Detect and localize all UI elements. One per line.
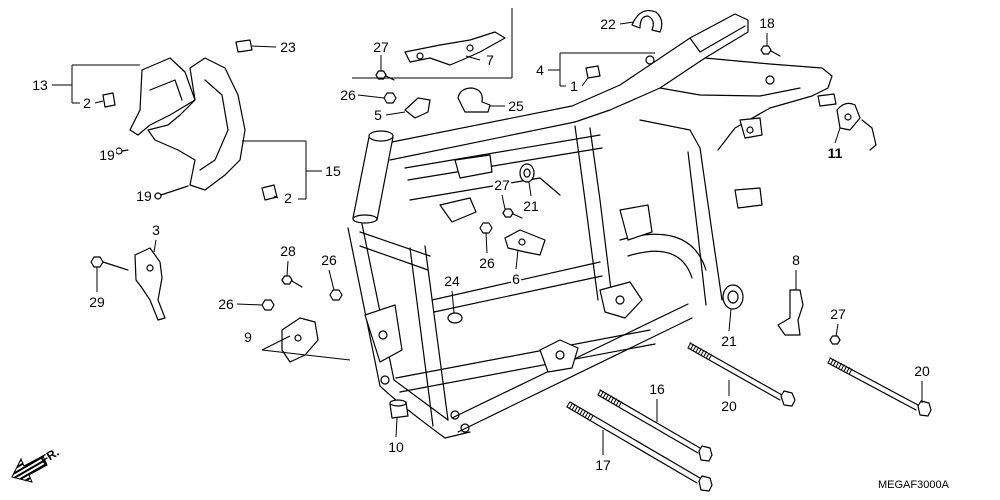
lock-11 — [836, 102, 877, 151]
callout-26: 26 — [478, 255, 496, 271]
block-1 — [585, 65, 601, 79]
long-bolt-20-right — [827, 357, 932, 417]
callout-10: 10 — [387, 439, 405, 455]
nut-26 — [261, 92, 493, 311]
callout-28: 28 — [279, 243, 297, 259]
callout-2: 2 — [82, 95, 92, 111]
callout-23: 23 — [279, 39, 297, 55]
ring-24 — [447, 312, 463, 324]
long-bolt-16 — [597, 389, 713, 462]
frame-body — [347, 13, 833, 439]
frame-brackets — [364, 55, 837, 433]
callout-27: 27 — [493, 177, 511, 193]
block-23 — [235, 39, 253, 53]
bolt-18 — [760, 45, 781, 57]
callout-8: 8 — [791, 252, 801, 268]
callout-7: 7 — [485, 52, 495, 68]
callout-9: 9 — [243, 329, 253, 345]
callout-21: 21 — [522, 198, 540, 214]
bracket-5 — [404, 97, 431, 119]
callout-15: 15 — [324, 163, 342, 179]
diagram-code: MEGAF3000A — [878, 479, 949, 491]
callout-5: 5 — [373, 107, 383, 123]
callout-18: 18 — [758, 15, 776, 31]
left-side-cover-13 — [129, 57, 196, 136]
bracket-7 — [404, 31, 506, 66]
callout-21: 21 — [720, 333, 738, 349]
front-direction-arrow-icon — [11, 455, 48, 483]
long-bolt-17 — [566, 401, 713, 492]
callout-27: 27 — [372, 39, 390, 55]
leader-lines — [52, 8, 923, 455]
callout-3: 3 — [151, 222, 161, 238]
callout-19: 19 — [98, 147, 116, 163]
callout-1: 1 — [569, 78, 579, 94]
callout-6: 6 — [511, 271, 521, 287]
left-side-cover-15 — [147, 57, 246, 191]
callout-16: 16 — [648, 381, 666, 397]
callout-22: 22 — [599, 16, 617, 32]
bracket-8 — [777, 289, 804, 336]
screw-19 — [115, 147, 189, 200]
callout-29: 29 — [88, 294, 106, 310]
long-bolt-20-upper — [687, 342, 796, 407]
callout-26: 26 — [320, 252, 338, 268]
bracket-6 — [504, 229, 546, 256]
callout-27: 27 — [829, 306, 847, 322]
callout-24: 24 — [443, 273, 461, 289]
callout-20: 20 — [913, 363, 931, 379]
callout-19: 19 — [135, 188, 153, 204]
grommet-21 — [519, 163, 744, 310]
bolt-29 — [90, 256, 129, 271]
bolt-28 — [281, 275, 303, 288]
callout-20: 20 — [720, 398, 738, 414]
callout-13: 13 — [31, 77, 49, 93]
callout-26: 26 — [339, 87, 357, 103]
callout-4: 4 — [535, 62, 545, 78]
callout-26: 26 — [217, 296, 235, 312]
callout-17: 17 — [594, 457, 612, 473]
clamp-22 — [631, 9, 663, 33]
callout-2: 2 — [283, 190, 293, 206]
bolt-27 — [375, 70, 841, 345]
callout-11: 11 — [826, 145, 844, 161]
collar-10 — [389, 399, 409, 419]
callout-25: 25 — [507, 98, 525, 114]
clamp-25 — [457, 87, 491, 113]
bracket-3 — [134, 247, 166, 321]
